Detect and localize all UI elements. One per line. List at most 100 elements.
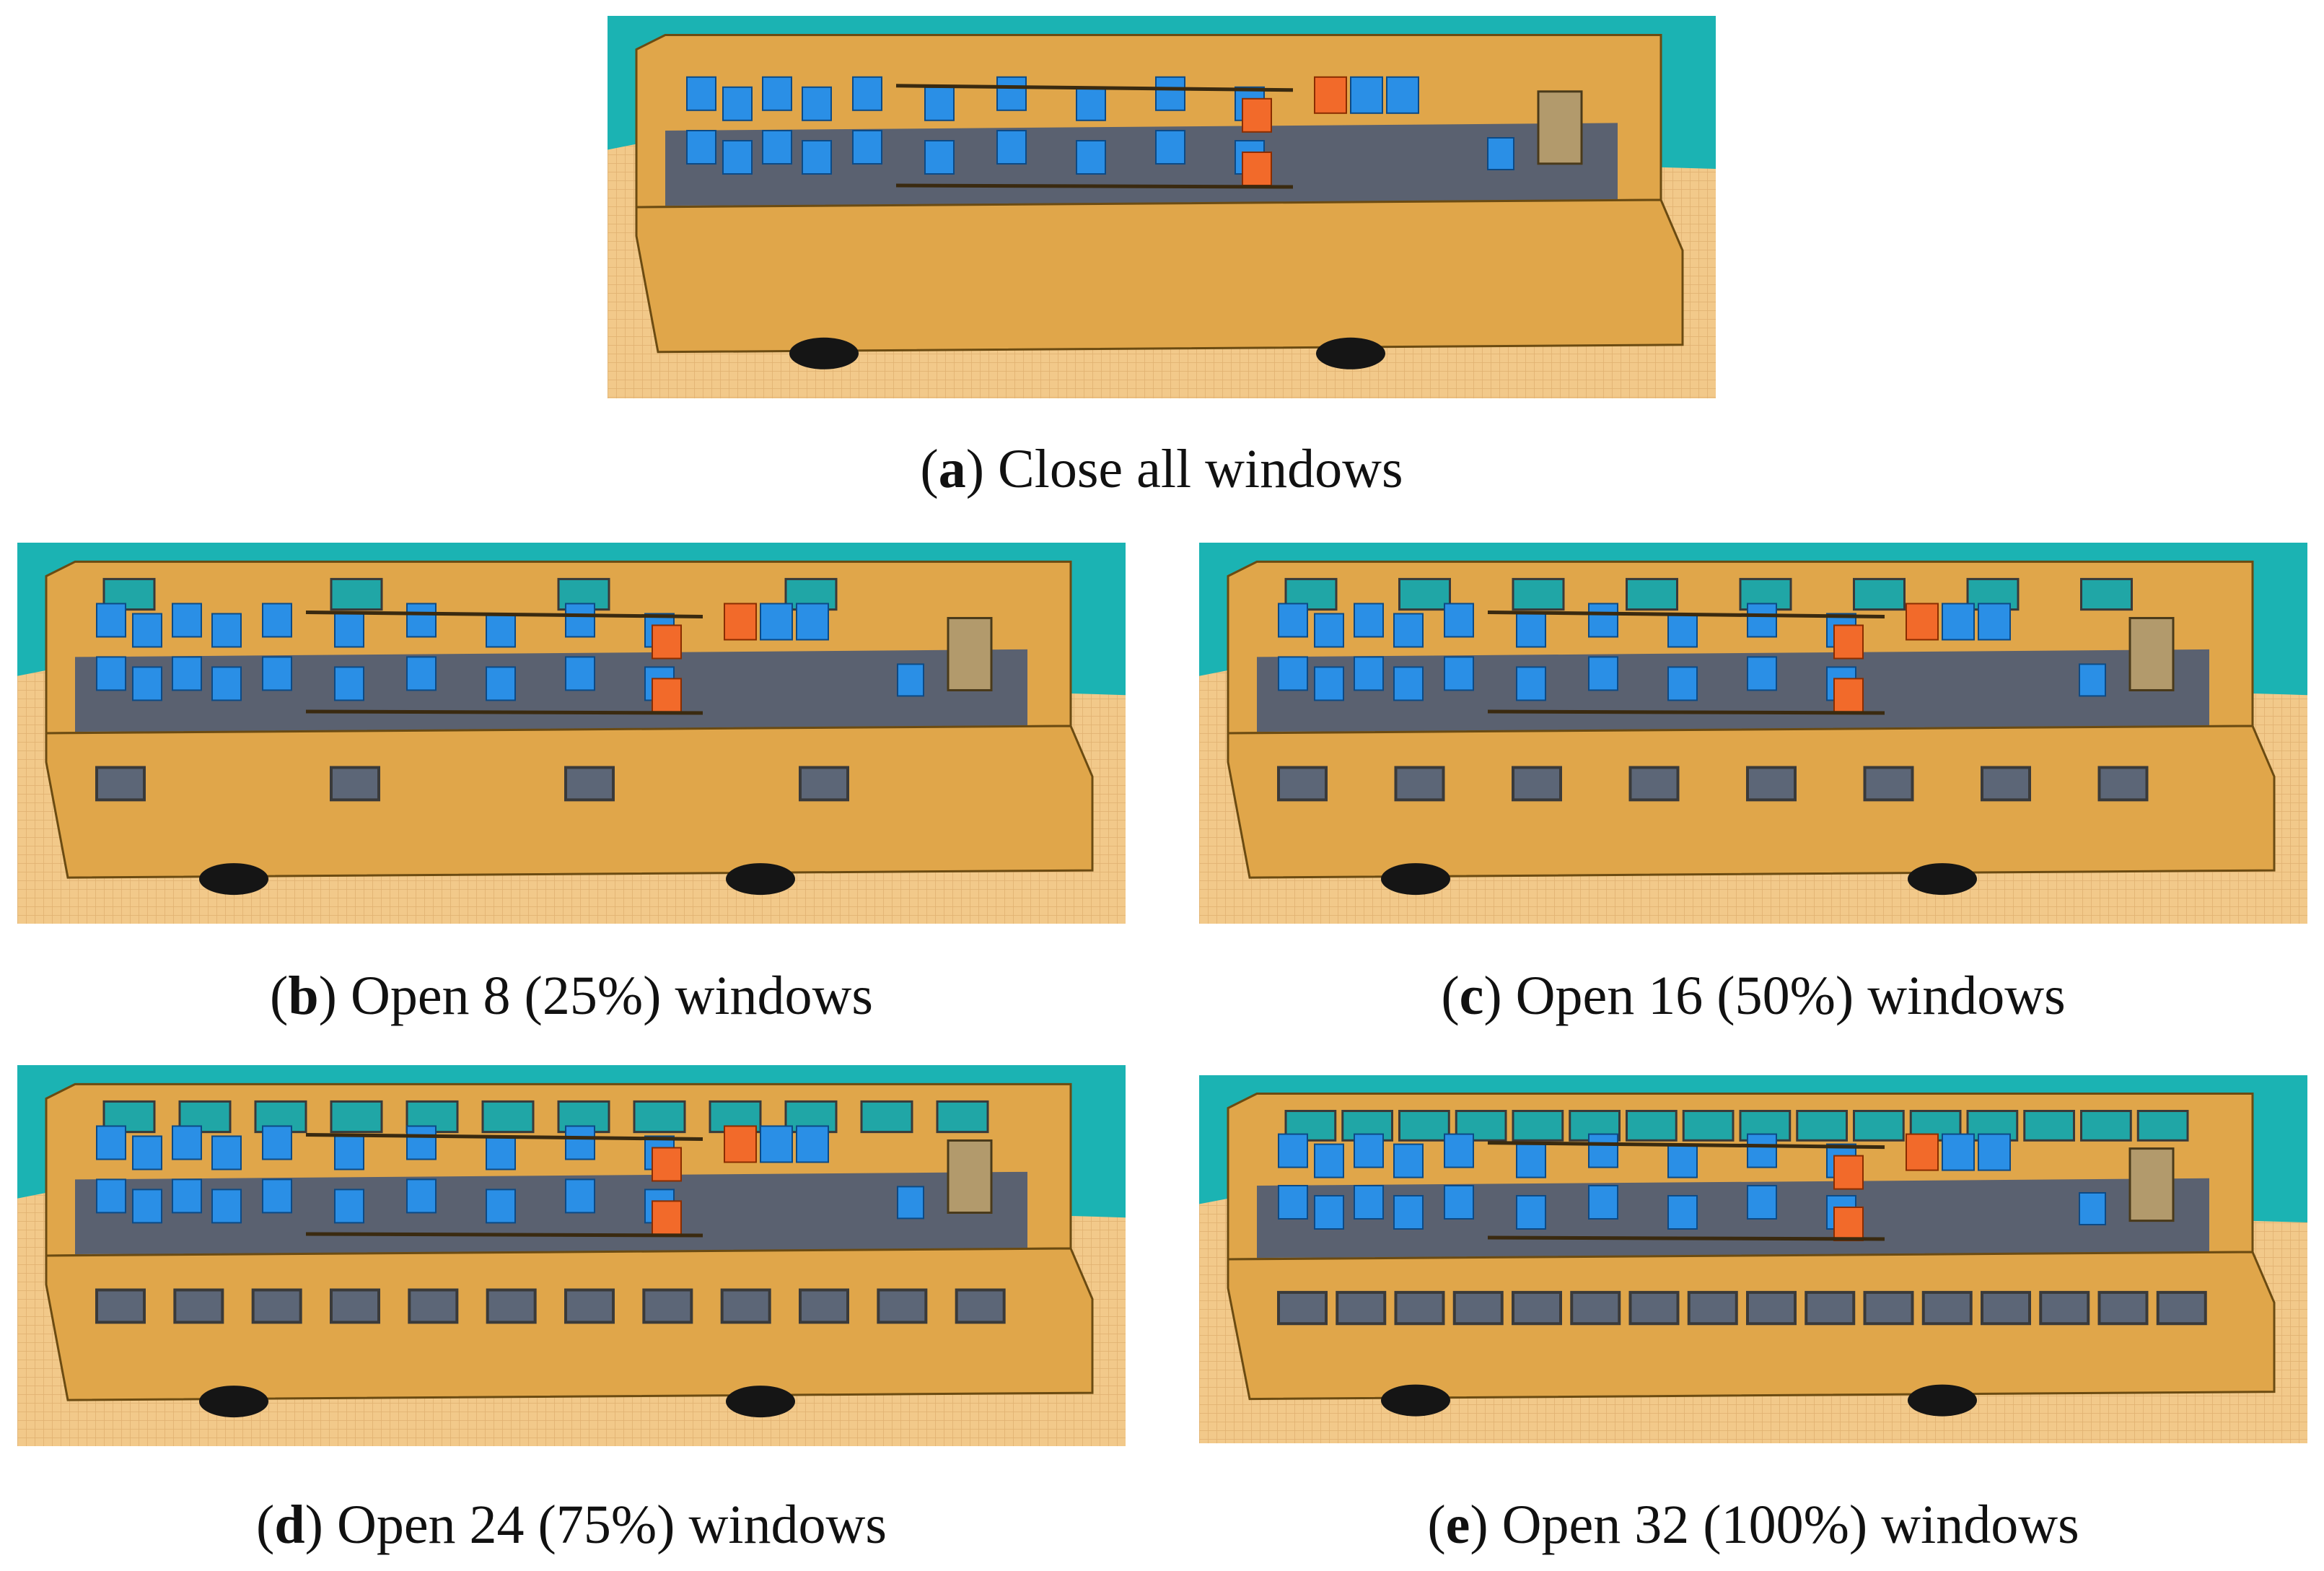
wheel (199, 863, 268, 896)
seat-blue (334, 1135, 364, 1170)
wheel (199, 1386, 268, 1418)
side-window (1981, 766, 2031, 802)
seat-blue (1155, 130, 1185, 165)
seat-blue (1588, 1133, 1618, 1168)
seat-blue (1747, 656, 1777, 691)
caption-text: Open 16 (50%) windows (1515, 966, 2066, 1026)
seat-blue (406, 1125, 437, 1160)
cabinet (2128, 616, 2175, 691)
side-window (1981, 1290, 2031, 1326)
seat-blue (565, 1125, 595, 1160)
wheel (1316, 337, 1385, 369)
seat-blue (924, 86, 955, 121)
side-window (955, 1288, 1006, 1324)
seat-blue (1350, 76, 1383, 114)
side-window (720, 1288, 771, 1324)
seat-blue (762, 130, 792, 165)
seat-blue (334, 613, 364, 648)
seat-blue (686, 76, 716, 111)
seat-blue (1076, 86, 1106, 121)
seat-blue (96, 1178, 126, 1214)
seat-blue (1314, 613, 1344, 648)
seat-blue (1516, 613, 1546, 648)
side-window (408, 1288, 459, 1324)
seat-blue (1747, 1185, 1777, 1220)
bus-render-open-16 (1199, 543, 2307, 924)
caption-text: Open 24 (75%) windows (336, 1495, 887, 1555)
seat-blue (1444, 603, 1474, 638)
seat-blue (1393, 613, 1424, 648)
seat-blue (1747, 603, 1777, 638)
bus-side-wall (635, 198, 1684, 354)
side-window (1277, 766, 1328, 802)
seat-blue (760, 1125, 793, 1163)
hand-rail (1487, 610, 1885, 618)
seat-blue (1393, 1195, 1424, 1230)
seat-blue (796, 1125, 829, 1163)
back-window (860, 1100, 913, 1134)
seat-blue (762, 76, 792, 111)
back-window (1398, 577, 1451, 611)
seat-blue (96, 656, 126, 691)
seat-blue (132, 613, 162, 648)
seat-blue (172, 1125, 202, 1160)
side-window (2156, 1290, 2207, 1326)
side-window (877, 1288, 928, 1324)
back-window (2080, 1110, 2132, 1142)
seat-orange (652, 624, 682, 660)
seat-orange (652, 1147, 682, 1182)
seat-blue (1444, 1133, 1474, 1168)
seat-blue (211, 666, 242, 701)
caption-letter: a (938, 439, 966, 499)
back-window (1626, 1110, 1678, 1142)
seat-blue (1278, 1185, 1308, 1220)
back-window (633, 1100, 686, 1134)
side-window (1746, 1290, 1797, 1326)
back-window (1796, 1110, 1848, 1142)
wheel (1908, 863, 1977, 896)
seat-blue (1667, 666, 1698, 701)
seat-blue (1354, 1185, 1384, 1220)
wheel (1381, 1384, 1450, 1417)
caption-e: (e) Open 32 (100%) windows (1427, 1495, 2079, 1555)
seat-blue (1354, 1133, 1384, 1168)
bus-scene-a (608, 16, 1716, 398)
back-window (1398, 1110, 1450, 1142)
seat-orange (1833, 1155, 1864, 1190)
seat-orange (1242, 152, 1272, 186)
back-window (1853, 577, 1906, 611)
bus-side-wall (45, 725, 1094, 879)
hand-rail (305, 1132, 703, 1141)
seat-blue (406, 1178, 437, 1214)
caption-letter: e (1445, 1495, 1470, 1555)
seat-blue (132, 1189, 162, 1224)
seat-blue (1354, 603, 1384, 638)
bus-side-wall (1227, 725, 2276, 879)
caption-a: (a) Close all windows (920, 439, 1403, 499)
seat-orange (1833, 1207, 1864, 1241)
seat-blue (1278, 656, 1308, 691)
seat-blue (1516, 666, 1546, 701)
bus-scene-d (17, 1065, 1126, 1446)
seat-orange (1314, 76, 1347, 114)
wheel (1381, 863, 1450, 896)
seat-blue (1393, 1143, 1424, 1178)
bus-scene-c (1199, 543, 2307, 924)
seat-blue (2079, 1192, 2106, 1225)
seat-blue (852, 76, 882, 111)
seat-blue (132, 666, 162, 701)
side-window (642, 1288, 693, 1324)
side-window (330, 766, 380, 802)
seat-orange (724, 603, 757, 641)
cabinet (947, 1139, 993, 1214)
seat-blue (1444, 656, 1474, 691)
back-window (2023, 1110, 2075, 1142)
side-window (1628, 1290, 1680, 1326)
caption-text: Open 32 (100%) windows (1501, 1495, 2079, 1555)
seat-blue (686, 130, 716, 165)
side-window (95, 766, 146, 802)
seat-blue (1516, 1143, 1546, 1178)
seat-blue (924, 140, 955, 175)
back-window (936, 1100, 989, 1134)
side-window (1863, 1290, 1914, 1326)
